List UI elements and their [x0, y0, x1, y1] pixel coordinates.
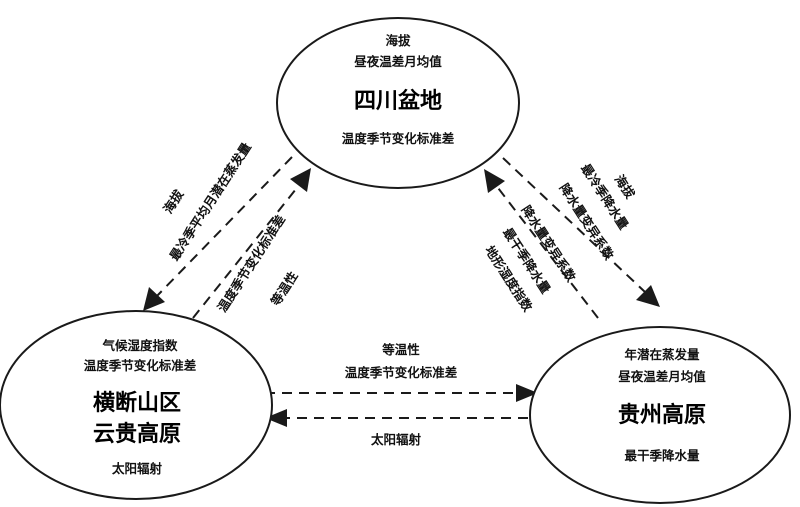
hengduan-name-line-2: 云贵高原	[93, 421, 181, 447]
guizhou-top-line-2: 昼夜温差月均值	[617, 369, 706, 384]
edge-label-guizhou-to-hengduan-1: 太阳辐射	[371, 432, 422, 447]
edge-label-sichuan-to-guizhou-1: 海拔	[612, 172, 638, 202]
sichuan-basin-node	[276, 17, 520, 189]
edge-label-hengduan-to-guizhou-2: 温度季节变化标准差	[345, 365, 458, 380]
arrow-guizhou-to-sichuan	[484, 169, 599, 319]
arrow-hengduan-to-sichuan	[192, 168, 311, 319]
arrow-guizhou-to-hengduan	[265, 409, 528, 427]
edge-label-sichuan-to-hengduan-1: 海拔	[160, 187, 186, 217]
edge-label-hengduan-to-guizhou-1: 等温性	[381, 342, 420, 357]
hengduan-top-line-1: 气候湿度指数	[101, 338, 178, 353]
sichuan-bottom-line-1: 温度季节变化标准差	[342, 131, 455, 146]
guizhou-plateau-node	[529, 326, 791, 504]
hengduan-yungui-node	[0, 310, 273, 500]
guizhou-top-line-1: 年潜在蒸发量	[624, 347, 700, 362]
guizhou-name: 贵州高原	[618, 402, 706, 428]
sichuan-name: 四川盆地	[354, 88, 442, 114]
hengduan-name-line-1: 横断山区	[93, 390, 181, 416]
hengduan-top-line-2: 温度季节变化标准差	[84, 358, 197, 373]
arrow-hengduan-to-guizhou	[265, 384, 538, 402]
guizhou-bottom-line-1: 最干季降水量	[624, 448, 700, 463]
arrow-sichuan-to-hengduan	[143, 156, 293, 311]
edge-label-hengduan-to-sichuan-2: 等温性	[267, 268, 301, 309]
sichuan-top-line-2: 昼夜温差月均值	[353, 54, 442, 69]
sichuan-top-line-1: 海拔	[385, 33, 411, 48]
arrow-sichuan-to-guizhou	[502, 157, 660, 307]
hengduan-bottom-line-1: 太阳辐射	[112, 461, 163, 476]
